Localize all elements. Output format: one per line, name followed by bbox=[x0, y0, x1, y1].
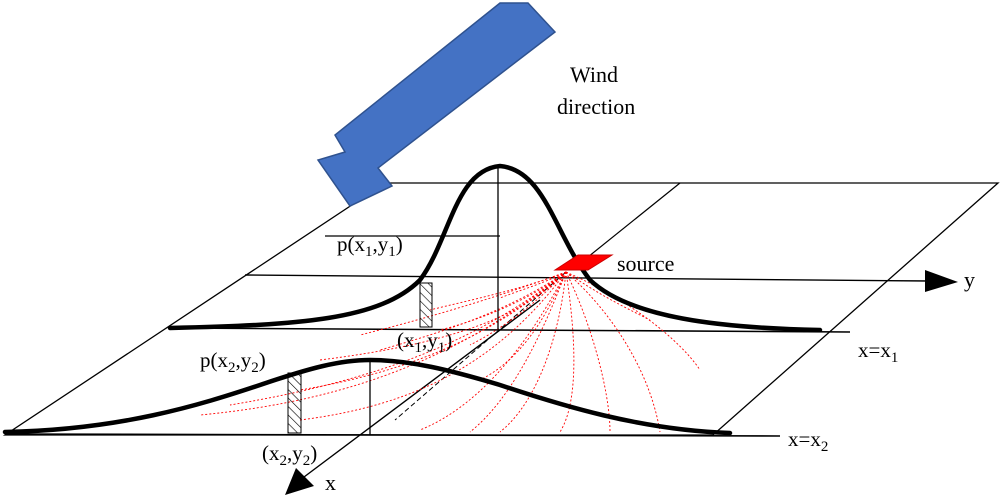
plane-x1-label: x=x1 bbox=[858, 338, 898, 366]
x-axis-arrowhead bbox=[285, 468, 314, 495]
y-axis-label: y bbox=[964, 267, 975, 292]
p2-label: p(x2,y2) bbox=[200, 348, 266, 376]
wind-direction-arrow bbox=[316, 2, 557, 207]
plane-x2-label: x=x2 bbox=[788, 427, 828, 455]
p1-label: p(x1,y1) bbox=[337, 232, 403, 260]
plane-x2-line bbox=[4, 433, 781, 437]
wind-label-line2: direction bbox=[557, 94, 635, 119]
particle-trajectories bbox=[199, 271, 701, 433]
plane-grid-line-diagonal bbox=[577, 182, 681, 266]
hatched-bar-x2 bbox=[287, 372, 302, 434]
source-label: source bbox=[617, 251, 674, 276]
x-axis-label: x bbox=[325, 470, 336, 495]
hatched-bar-x1 bbox=[419, 282, 433, 328]
concentration-profile-x2 bbox=[2, 357, 733, 436]
ground-plane bbox=[2, 182, 1000, 436]
point1-label: (x1,y1) bbox=[397, 328, 452, 356]
source-marker bbox=[553, 254, 614, 271]
y-axis-arrowhead bbox=[925, 270, 958, 292]
point2-label: (x2,y2) bbox=[262, 441, 317, 469]
plume-centerline bbox=[394, 271, 567, 421]
plane-x1-line bbox=[169, 327, 851, 333]
wind-label-line1: Wind bbox=[570, 62, 618, 87]
concentration-profile-x1 bbox=[167, 163, 823, 333]
